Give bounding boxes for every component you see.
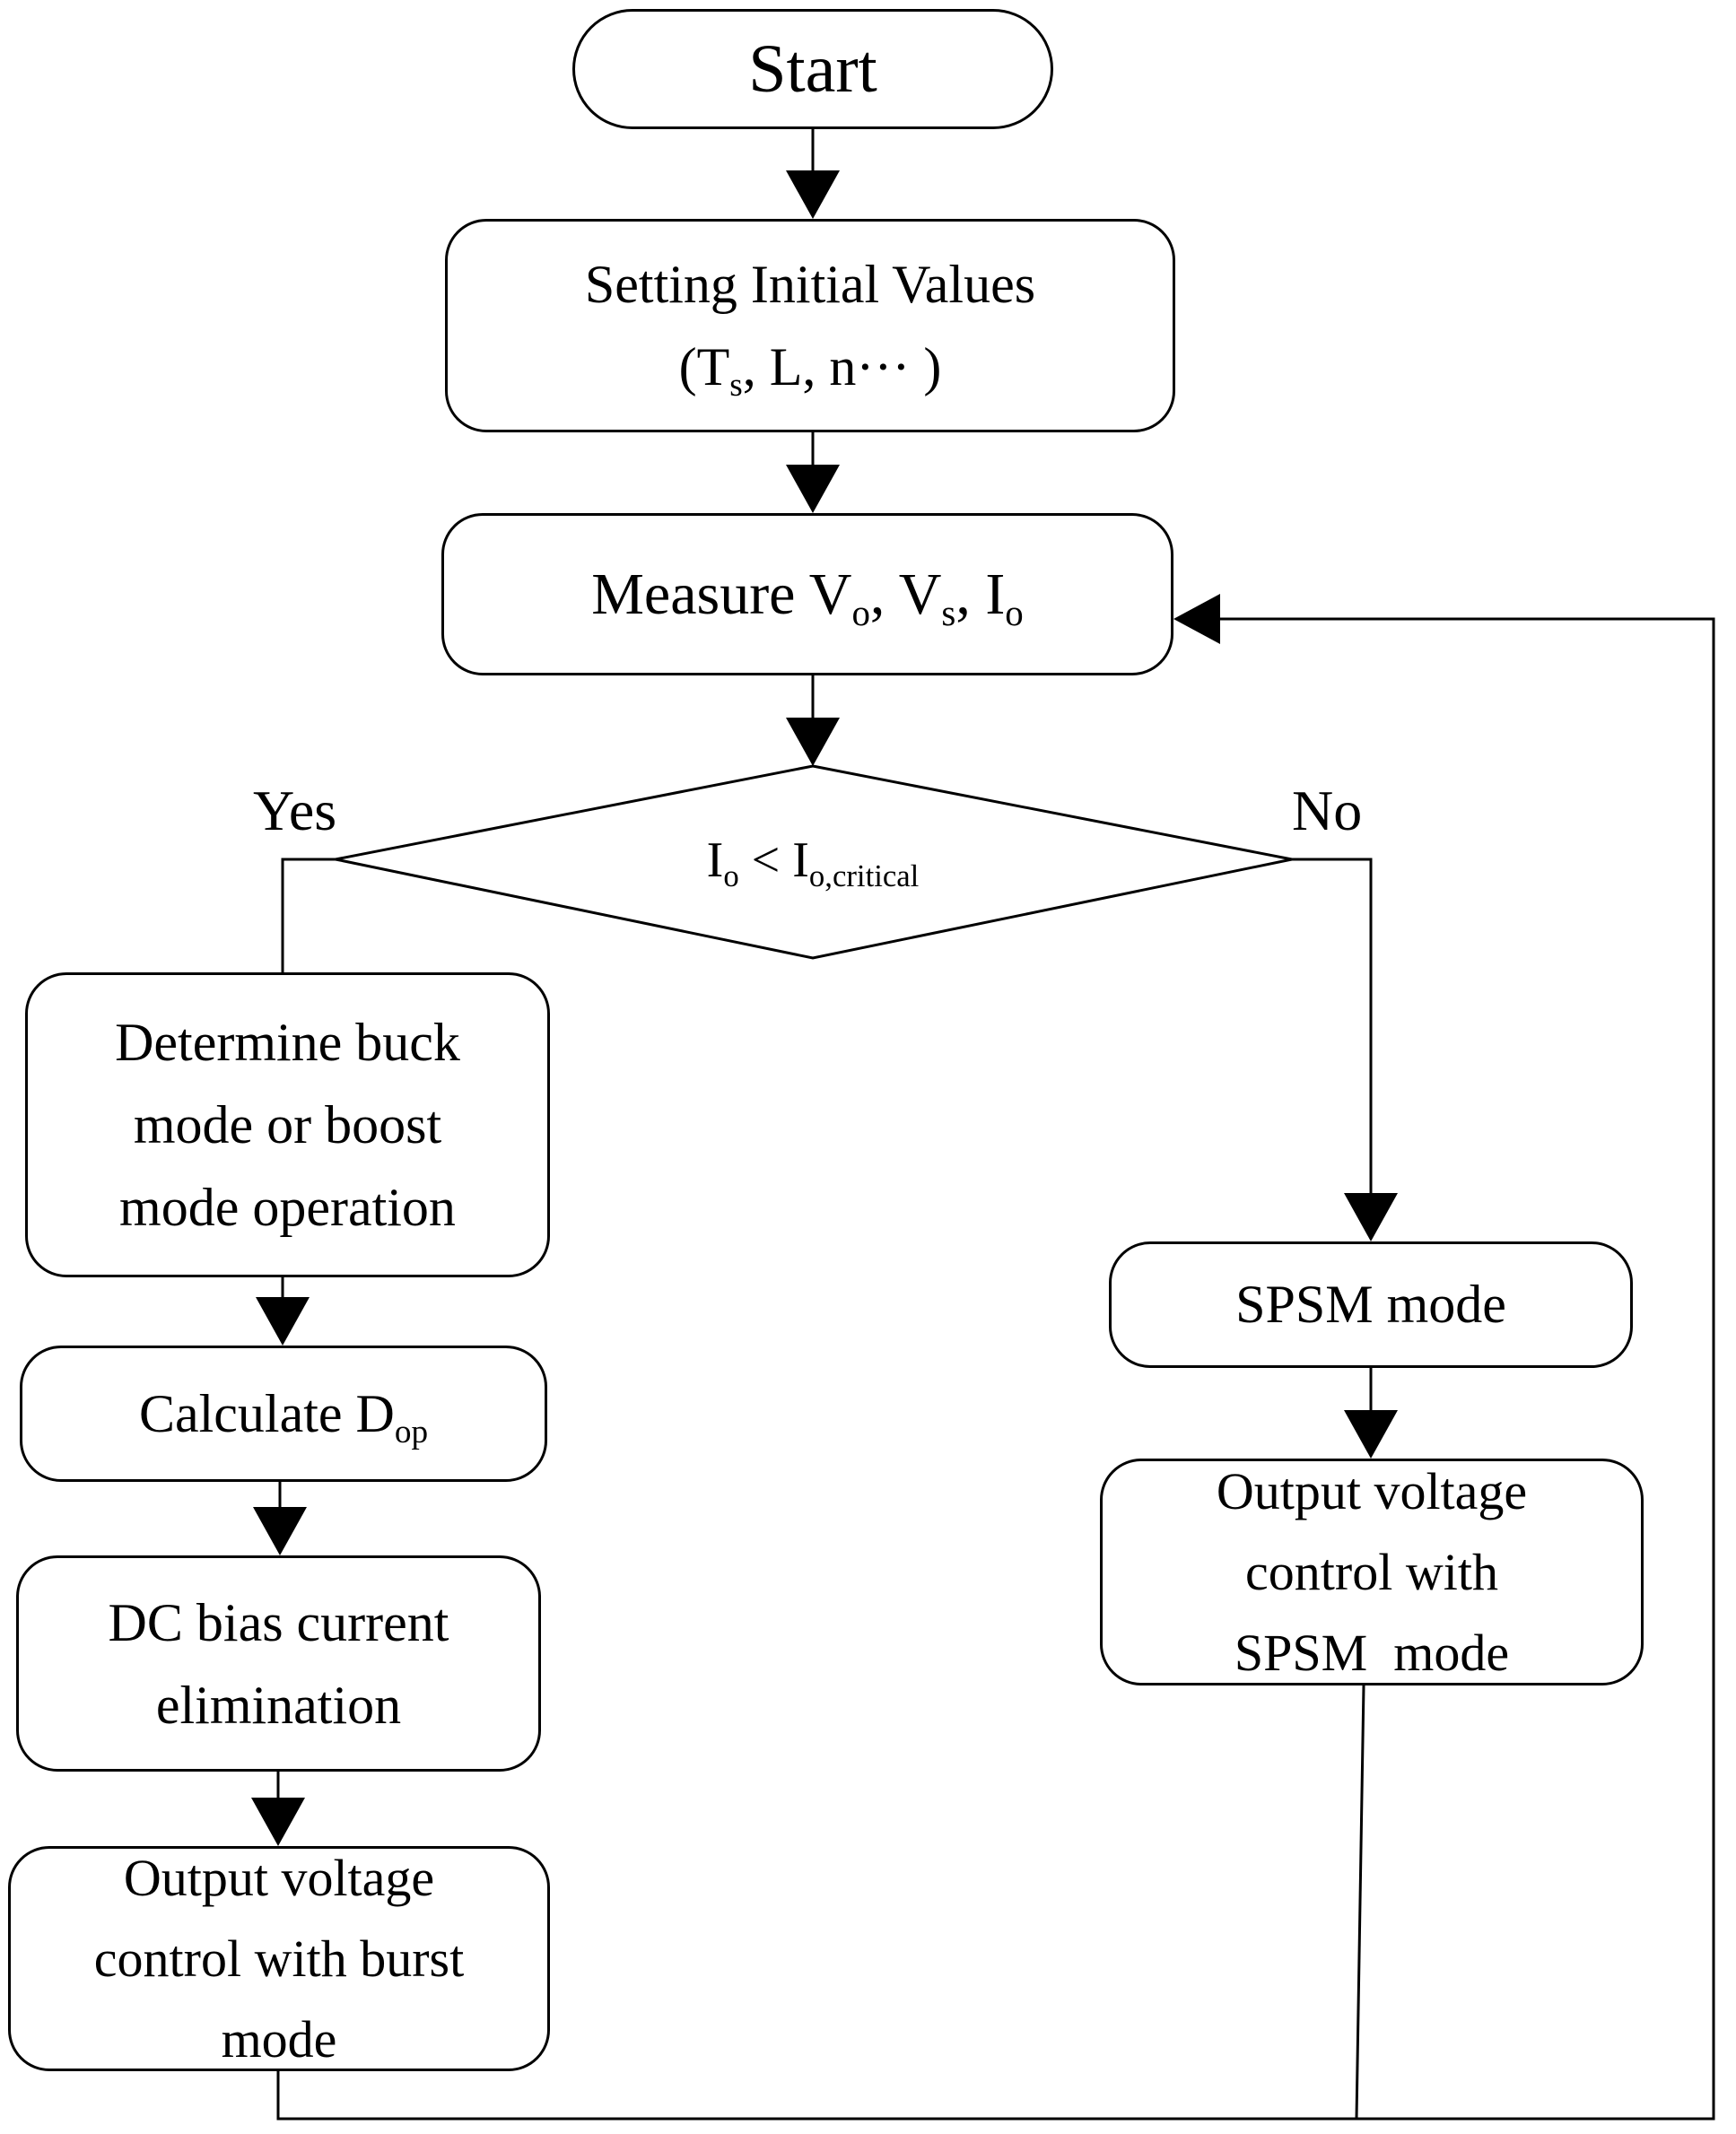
calculate-prefix: Calculate D [138,1383,395,1443]
no-branch-label: No [1292,779,1363,842]
measure-mid-1: , V [869,561,942,627]
measure-sub-3: o [1005,592,1024,633]
dc-bias-elimination-box: DC bias current elimination [16,1555,541,1772]
arrowhead-init-to-measure [786,465,840,513]
decision-mid: < I [738,832,809,888]
arrow-no-branch [1292,858,1373,1200]
init-line-2-rest: , L, n··· ) [742,337,942,396]
measure-box: Measure Vo, Vs, Io [441,513,1173,675]
arrowhead-no-branch [1344,1193,1398,1241]
spsm-control-box: Output voltage control with SPSM mode [1100,1459,1644,1685]
setting-initial-values-box: Setting Initial Values (Ts, L, n··· ) [445,219,1175,432]
decision-sub-2: o,critical [808,858,920,894]
spsm-control-line-1: Output voltage [1216,1461,1528,1520]
arrowhead-start-to-init [786,170,840,219]
yes-branch-label: Yes [253,779,337,842]
init-line-2-sub: s [729,366,743,404]
measure-mid-2: , I [955,561,1006,627]
arrowhead-spsm-to-control [1344,1410,1398,1459]
arrowhead-dcbias-to-burst [251,1798,305,1846]
measure-prefix: Measure V [591,561,852,627]
init-line-2: (Ts, L, n··· ) [679,326,942,408]
dc-bias-line-1: DC bias current [108,1592,449,1652]
determine-mode-box: Determine buck mode or boost mode operat… [25,972,550,1277]
decision-prefix: I [706,832,724,888]
determine-line-2: mode or boost [133,1095,442,1154]
start-terminal: Start [572,9,1053,129]
arrowhead-calculate-to-dcbias [253,1507,307,1555]
measure-sub-2: s [941,592,956,633]
spsm-control-join-line [1355,1685,1365,2120]
calculate-sub: op [394,1413,429,1450]
decision-diamond [335,764,1293,960]
decision-sub-1: o [723,858,739,894]
arrow-yes-branch [281,858,336,972]
spsm-control-line-2: control with [1245,1542,1498,1601]
arrowhead-feedback-to-measure [1173,594,1220,644]
init-line-2-open: (T [678,337,730,396]
burst-line-2: control with burst [93,1929,465,1988]
burst-line-3: mode [221,2009,337,2069]
determine-line-1: Determine buck [115,1013,460,1072]
calculate-label: Calculate Dop [138,1383,428,1449]
arrowhead-measure-to-decision [786,718,840,766]
spsm-label: SPSM mode [1235,1275,1506,1334]
init-line-1: Setting Initial Values [584,255,1036,314]
calculate-dop-box: Calculate Dop [20,1346,547,1482]
measure-label: Measure Vo, Vs, Io [591,561,1024,631]
measure-sub-1: o [851,592,870,633]
burst-mode-control-box: Output voltage control with burst mode [8,1846,550,2071]
spsm-control-line-3: SPSM mode [1234,1623,1510,1682]
start-label: Start [748,30,877,107]
burst-line-1: Output voltage [123,1848,435,1907]
arrowhead-determine-to-calculate [256,1297,310,1346]
feedback-loop-line [276,617,1715,2121]
decision-label: Io < Io,critical [538,823,1087,897]
determine-line-3: mode operation [119,1178,456,1237]
dc-bias-line-2: elimination [155,1675,402,1735]
spsm-mode-box: SPSM mode [1109,1241,1633,1368]
